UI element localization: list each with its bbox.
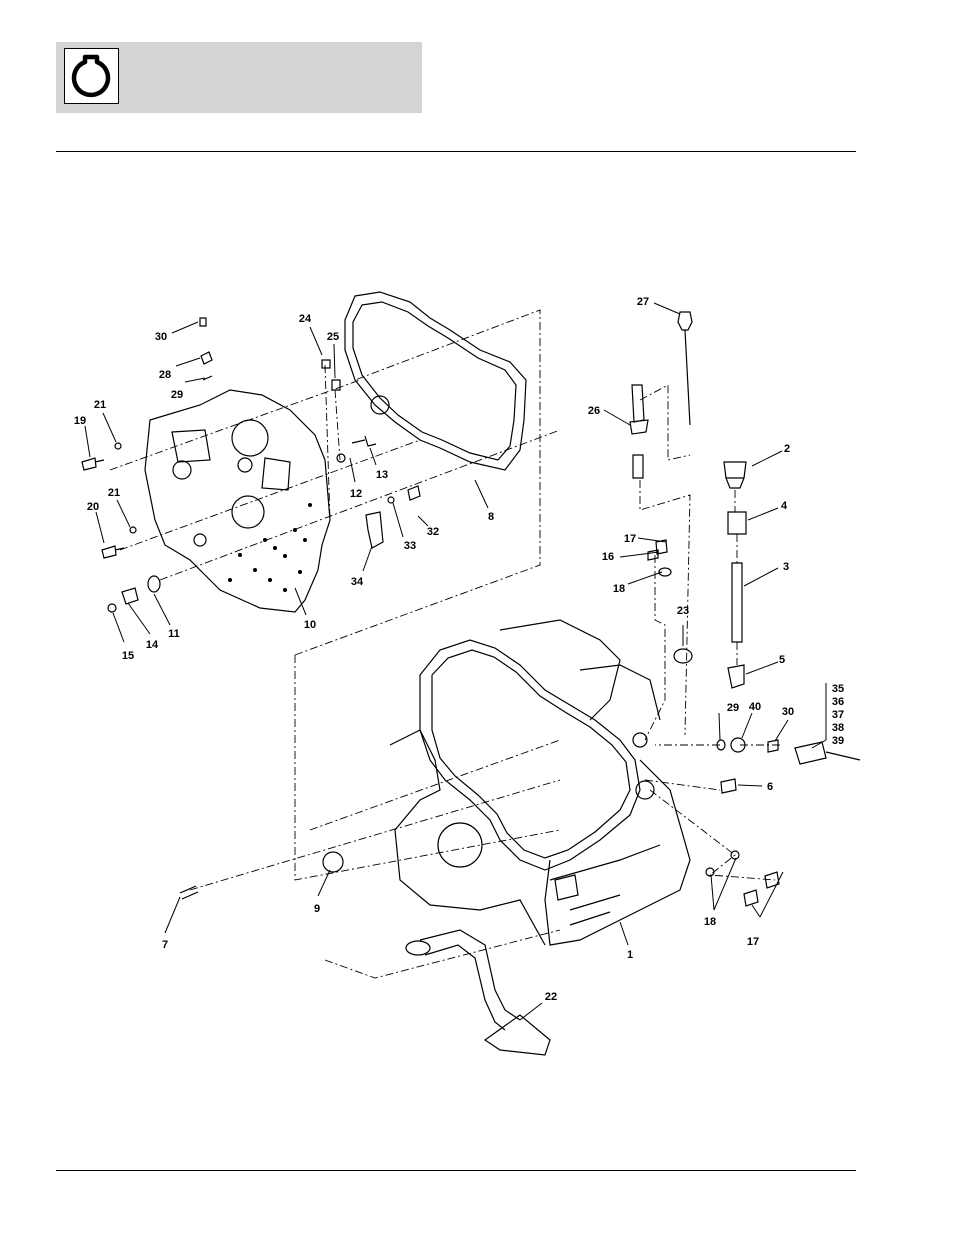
converter-housing-cover [145,390,330,612]
callout-21b: 21 [108,487,120,499]
callout-14: 14 [146,639,159,651]
callout-18b: 18 [704,916,716,928]
callout-11: 11 [168,628,180,640]
callout-10: 10 [304,619,316,631]
callout-15: 15 [122,650,134,662]
callout-1: 1 [627,949,633,961]
alignment-lines [110,310,780,978]
callout-26: 26 [588,405,600,417]
callout-39: 39 [832,735,844,747]
callout-29b: 29 [727,702,739,714]
callout-8: 8 [488,511,494,523]
callout-21a: 21 [94,399,106,411]
callout-18a: 18 [613,583,625,595]
callout-25: 25 [327,331,339,343]
callout-4: 4 [781,500,788,512]
leader-lines [85,303,826,1020]
callout-17b: 17 [747,936,759,948]
callout-5: 5 [779,654,785,666]
cover-bolt-holes [228,503,312,592]
oil-suction-pipe [406,930,550,1055]
dipstick-assembly [630,312,692,478]
cover-gasket [345,292,526,470]
small-hardware [82,318,860,906]
callout-20: 20 [87,501,99,513]
callout-17a: 17 [624,533,636,545]
callout-27: 27 [637,296,649,308]
callout-16: 16 [602,551,614,563]
callout-13: 13 [376,469,388,481]
callout-19: 19 [74,415,86,427]
callout-12: 12 [350,488,362,500]
callout-30a: 30 [155,331,167,343]
main-transmission-housing [390,620,690,945]
callout-7: 7 [162,939,168,951]
callout-34: 34 [351,576,364,588]
callout-2: 2 [784,443,790,455]
callout-32: 32 [427,526,439,538]
callout-3: 3 [783,561,789,573]
callout-24: 24 [299,313,312,325]
callout-37: 37 [832,709,844,721]
callout-36: 36 [832,696,844,708]
callout-30b: 30 [782,706,794,718]
callout-33: 33 [404,540,416,552]
callout-6: 6 [767,781,773,793]
callout-40: 40 [749,701,761,713]
callout-28: 28 [159,369,171,381]
callout-35: 35 [832,683,844,695]
callout-labels: 1 2 3 4 5 6 7 8 9 10 11 12 13 14 15 16 1… [74,296,844,1003]
callout-29a: 29 [171,389,183,401]
callout-38: 38 [832,722,844,734]
callout-22: 22 [545,991,557,1003]
callout-9: 9 [314,903,320,915]
callout-23: 23 [677,605,689,617]
